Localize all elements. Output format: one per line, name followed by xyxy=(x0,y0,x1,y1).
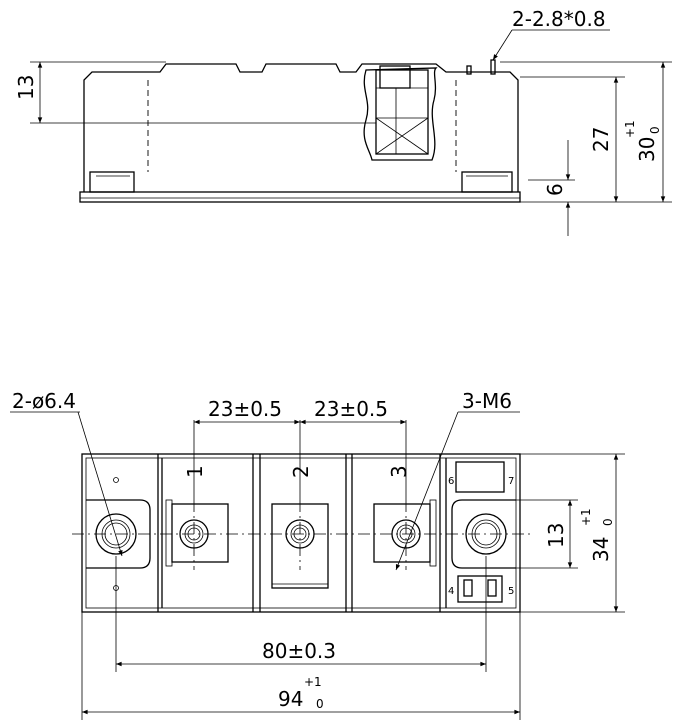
svg-text:+1: +1 xyxy=(623,120,637,138)
aux-pin xyxy=(466,65,472,75)
dim-80-label: 80±0.3 xyxy=(262,639,336,663)
dim-30-label: 30 xyxy=(635,137,659,162)
side-housing xyxy=(83,63,519,192)
top-view: 1 2 3 6 7 4 5 2-ø6.4 23±0.5 23±0.5 3-M6 … xyxy=(10,389,625,720)
dim-holes-label: 2-ø6.4 xyxy=(12,389,76,413)
svg-text:0: 0 xyxy=(316,697,324,711)
pin-5-label: 5 xyxy=(508,586,514,597)
dim-pitch-right-label: 23±0.5 xyxy=(314,397,388,421)
dim-6-label: 6 xyxy=(543,183,567,196)
top-outline xyxy=(81,453,521,613)
dim-13-label: 13 xyxy=(14,75,38,100)
svg-text:+1: +1 xyxy=(304,675,322,689)
svg-text:0: 0 xyxy=(601,518,615,526)
terminal-3-label: 3 xyxy=(387,465,411,478)
dim-34-label: 34 xyxy=(589,537,613,562)
dim-94-label: 94 xyxy=(278,687,303,711)
terminal-2-label: 2 xyxy=(289,465,313,478)
dim-thread-label: 3-M6 xyxy=(462,389,512,413)
terminal-1-label: 1 xyxy=(183,465,207,478)
dim-13-top-label: 13 xyxy=(544,523,568,548)
dim-pins-label: 2-2.8*0.8 xyxy=(512,7,606,31)
base-plate xyxy=(79,191,521,203)
terminal-3-pad xyxy=(373,503,431,563)
dim-27-label: 27 xyxy=(589,127,613,152)
pin-4-label: 4 xyxy=(448,586,454,597)
side-view: 13 2-2.8*0.8 27 30 +1 0 6 xyxy=(14,7,672,236)
section-cutout xyxy=(363,67,438,161)
terminal-nut-section xyxy=(375,69,429,155)
svg-text:+1: +1 xyxy=(579,508,593,526)
pin-6-label: 6 xyxy=(448,476,454,487)
svg-text:0: 0 xyxy=(648,126,662,134)
aux-socket-top xyxy=(455,461,505,493)
pin-7-label: 7 xyxy=(508,476,514,487)
aux-socket-bottom xyxy=(457,575,503,603)
dim-pitch-left-label: 23±0.5 xyxy=(208,397,282,421)
